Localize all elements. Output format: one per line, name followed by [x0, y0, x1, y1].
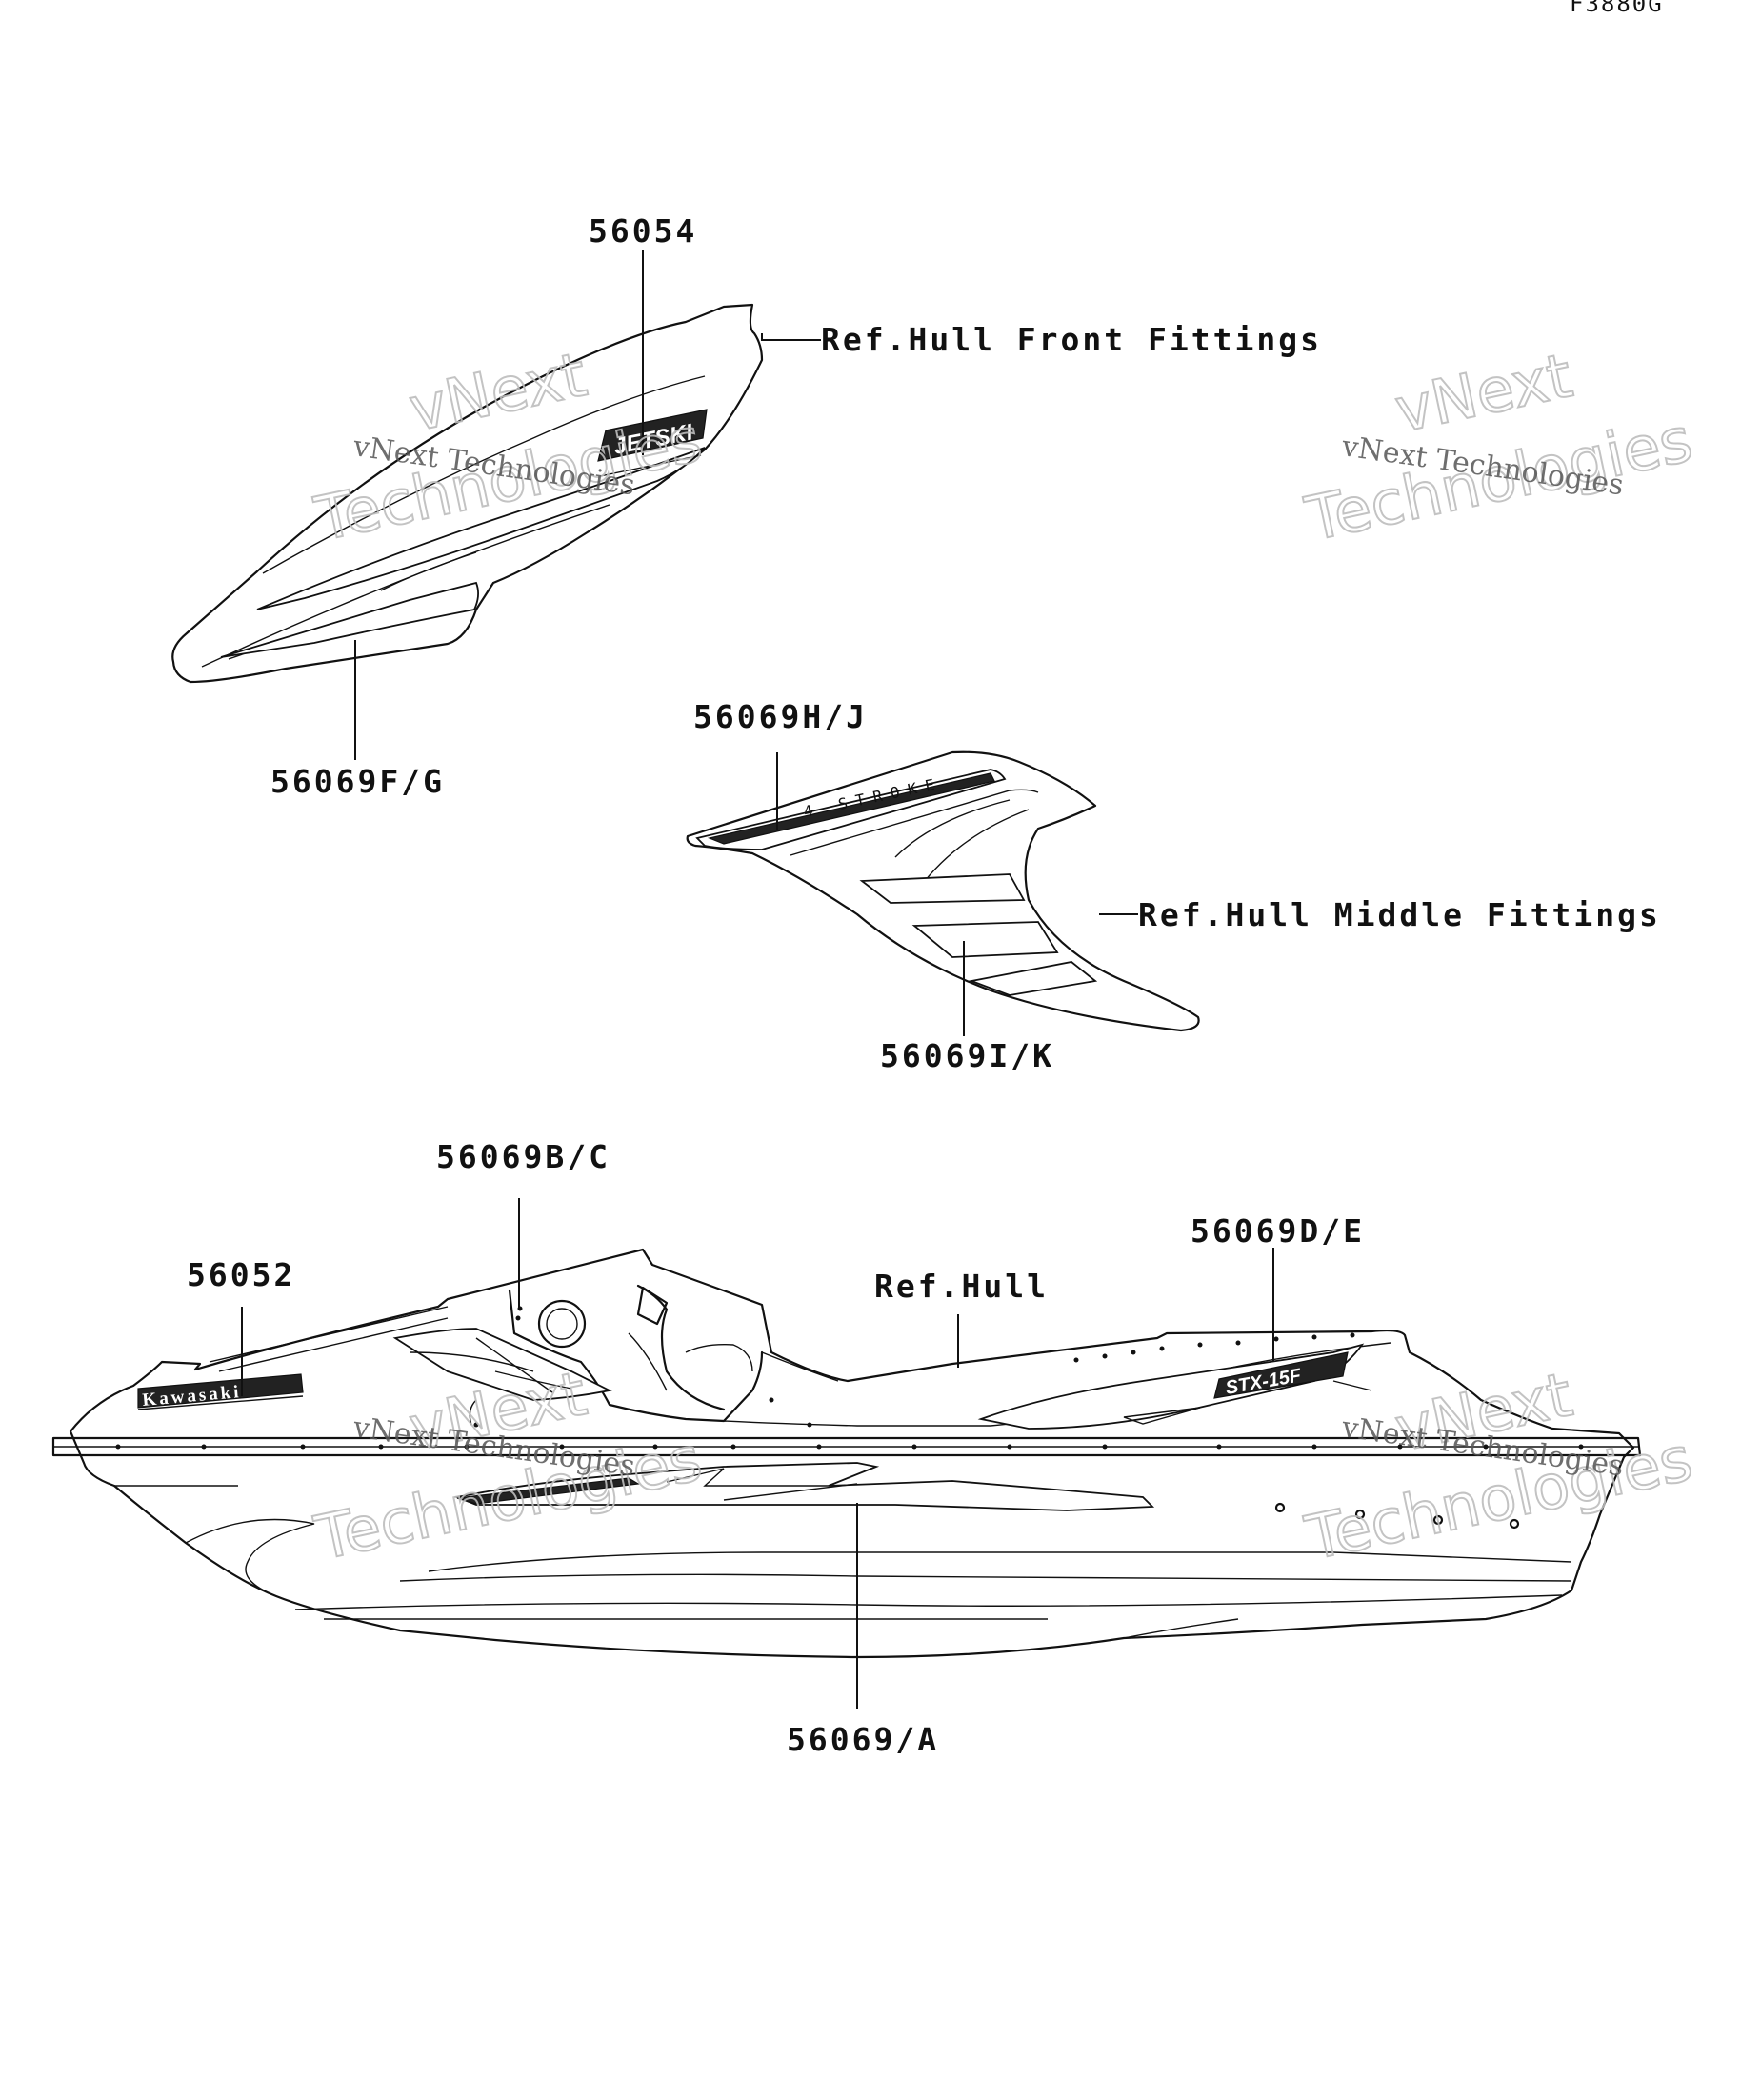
callout-56069hj: 56069H/J [693, 698, 868, 735]
callout-56069bc: 56069B/C [436, 1138, 610, 1175]
kawasaki-decal-text: Kawasaki [142, 1382, 243, 1410]
main-hull-side-view: Kawasaki STX-15F [51, 1248, 1642, 1659]
callout-56069a: 56069/A [787, 1721, 939, 1758]
watermark-line1: vNext [404, 340, 592, 446]
callout-ref-hull-front-fittings: Ref.Hull Front Fittings [821, 321, 1322, 358]
callout-56052: 56052 [187, 1256, 295, 1293]
callout-56069fg: 56069F/G [270, 763, 445, 800]
rivet-dots [115, 1306, 1584, 1530]
watermark-line1: vNext [1390, 341, 1578, 447]
leader-lines [241, 250, 1274, 1709]
middle-hull-panel: 4 STROKE [686, 750, 1200, 1032]
callout-56069de: 56069D/E [1191, 1212, 1365, 1250]
callout-ref-hull: Ref.Hull [874, 1268, 1049, 1305]
callout-56069ik: 56069I/K [880, 1037, 1054, 1074]
callout-labels: 56054 Ref.Hull Front Fittings 56069F/G 5… [187, 212, 1661, 1758]
callout-ref-hull-middle-fittings: Ref.Hull Middle Fittings [1138, 896, 1661, 933]
callout-56054: 56054 [589, 212, 697, 250]
figure-code: F3880G [1570, 0, 1664, 17]
